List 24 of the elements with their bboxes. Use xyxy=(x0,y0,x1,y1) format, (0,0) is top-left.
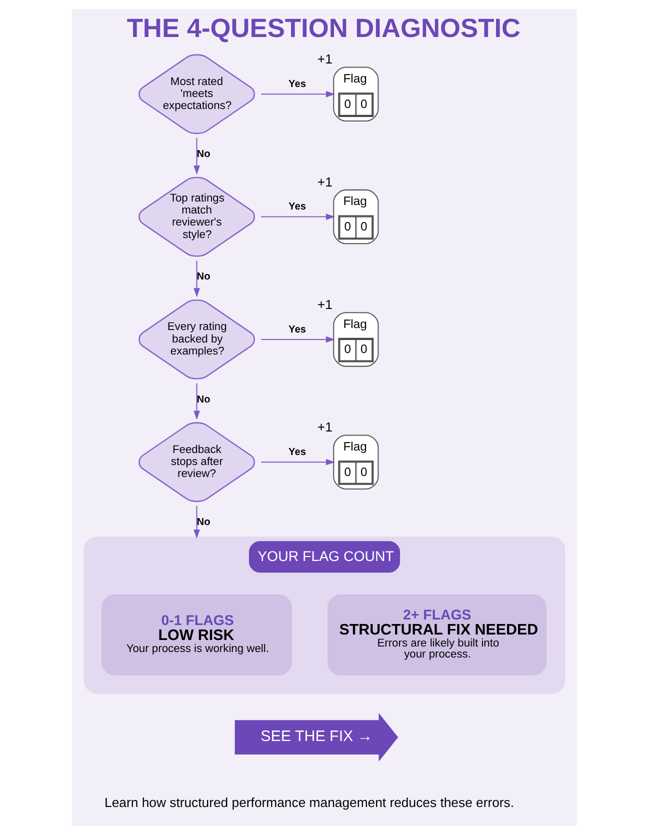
edge-label: No xyxy=(196,271,210,282)
edge-label: Yes xyxy=(288,201,306,212)
label: Learn how structured performance management reduces these errors. xyxy=(104,794,514,810)
arrow xyxy=(260,90,335,97)
node-label: +1 xyxy=(316,174,332,189)
edge-label: Yes xyxy=(288,78,306,90)
node-label: +1 xyxy=(316,51,332,66)
arrow xyxy=(193,138,200,174)
node-box: 0-1 FLAGS LOW RISK Your process is working well. xyxy=(101,594,292,675)
arrow xyxy=(193,260,200,297)
arrow xyxy=(193,382,200,420)
arrow xyxy=(260,458,335,465)
node-label: +1 xyxy=(316,419,332,434)
arrow xyxy=(260,213,335,220)
edge-label: Yes xyxy=(288,446,306,458)
diagram-title: THE 4-QUESTION DIAGNOSTIC xyxy=(126,12,520,43)
node-label: +1 xyxy=(316,296,332,312)
node-box: 2+ FLAGS STRUCTURAL FIX NEEDED Errors are likely built into your process. xyxy=(327,594,546,675)
edge-label: No xyxy=(196,148,210,160)
arrow xyxy=(193,505,200,538)
edge-label: Yes xyxy=(288,324,306,335)
edge-label: No xyxy=(196,516,210,528)
arrow xyxy=(260,336,335,342)
edge-label: No xyxy=(196,394,210,405)
